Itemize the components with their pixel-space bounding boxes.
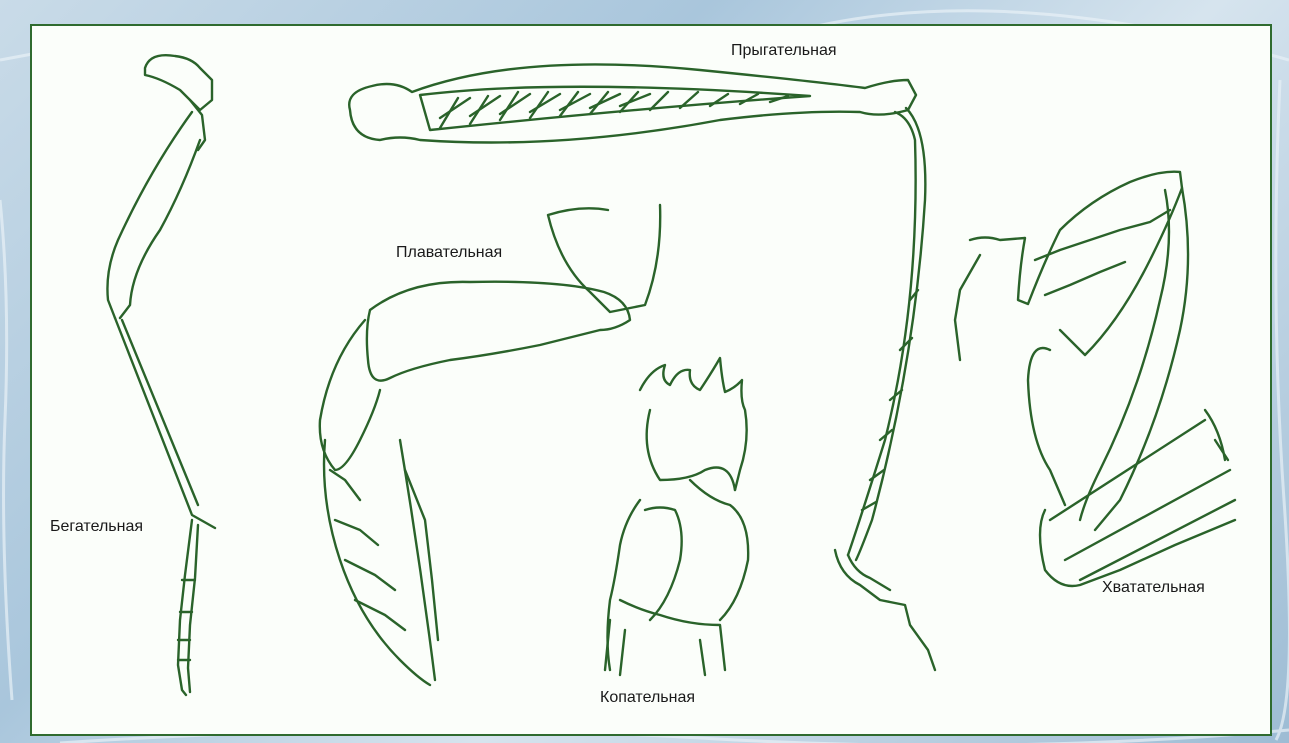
label-swimming-leg: Плавательная [396,244,502,262]
label-digging-leg: Копательная [600,689,695,707]
label-grasping-leg: Хватательная [1102,579,1205,597]
diagram-panel [30,24,1272,736]
label-jumping-leg: Прыгательная [731,42,837,60]
label-running-leg: Бегательная [50,518,143,536]
